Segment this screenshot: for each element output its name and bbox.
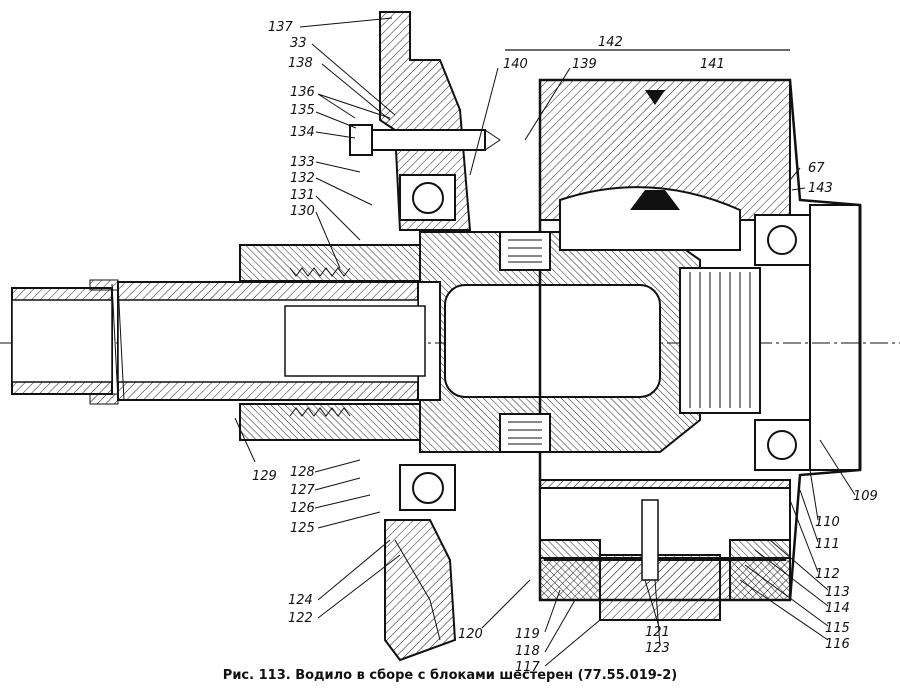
callout-132: 132 xyxy=(290,171,315,186)
callout-133: 133 xyxy=(290,155,315,170)
bearing-lower-right xyxy=(754,419,811,471)
bearing-lower-left xyxy=(399,464,456,511)
callout-137: 137 xyxy=(268,20,294,35)
planet-gear-block xyxy=(539,487,791,621)
callout-139: 139 xyxy=(572,57,597,72)
callout-110: 110 xyxy=(815,515,840,530)
callout-136: 136 xyxy=(290,85,315,100)
callout-123: 123 xyxy=(645,641,670,656)
callout-122: 122 xyxy=(288,611,313,626)
callout-112: 112 xyxy=(815,567,840,582)
callout-118: 118 xyxy=(515,644,540,659)
leader-lines xyxy=(234,17,856,667)
needle-bearing-upper xyxy=(499,231,551,271)
callout-33: 33 xyxy=(290,36,307,51)
bolt-upper xyxy=(349,124,501,156)
callout-119: 119 xyxy=(515,627,540,642)
callout-141: 141 xyxy=(700,57,725,72)
callout-134: 134 xyxy=(290,125,315,140)
callout-129: 129 xyxy=(252,469,277,484)
callout-109: 109 xyxy=(853,489,878,504)
callout-126: 126 xyxy=(290,501,315,516)
callout-116: 116 xyxy=(825,637,850,652)
callout-138: 138 xyxy=(288,56,313,71)
callout-131: 131 xyxy=(290,188,315,203)
callout-115: 115 xyxy=(825,621,850,636)
callout-117: 117 xyxy=(515,660,541,675)
callout-114: 114 xyxy=(825,601,850,616)
callout-124: 124 xyxy=(288,593,313,608)
callout-67: 67 xyxy=(808,161,825,176)
callout-130: 130 xyxy=(290,204,315,219)
callout-140: 140 xyxy=(503,57,528,72)
callout-125: 125 xyxy=(290,521,315,536)
callout-142: 142 xyxy=(598,35,623,50)
carrier-hub xyxy=(419,231,761,453)
callout-127: 127 xyxy=(290,483,316,498)
figure-caption: Рис. 113. Водило в сборе с блоками шесте… xyxy=(222,668,678,683)
bearing-upper-right xyxy=(754,214,811,266)
callout-111: 111 xyxy=(815,537,840,552)
callout-143: 143 xyxy=(808,181,833,196)
callout-128: 128 xyxy=(290,465,315,480)
output-shaft xyxy=(11,279,426,405)
callout-135: 135 xyxy=(290,103,315,118)
callout-121: 121 xyxy=(645,625,670,640)
needle-bearing-lower xyxy=(499,413,551,453)
bearing-upper-left xyxy=(399,174,456,221)
splined-sleeve xyxy=(239,244,421,441)
callout-120: 120 xyxy=(458,627,483,642)
callout-113: 113 xyxy=(825,585,850,600)
